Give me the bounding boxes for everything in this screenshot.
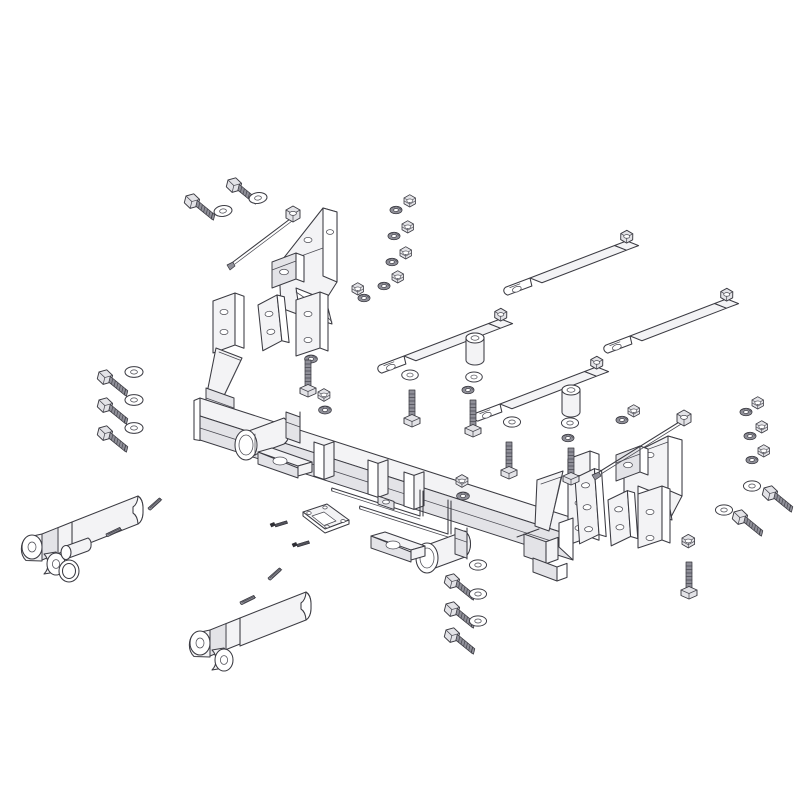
part-side-bracket-right <box>615 435 683 549</box>
part-flat-washer <box>124 366 144 378</box>
part-flat-washer <box>468 615 488 627</box>
part-fishwire-left <box>226 205 301 271</box>
crossbar-lower-rails <box>331 487 452 538</box>
part-fishwire-right <box>591 409 692 481</box>
part-spring-washer <box>461 385 475 395</box>
part-wiring-cover-plate <box>302 503 350 534</box>
part-flat-washer <box>742 480 762 492</box>
part-o-ring <box>58 559 80 583</box>
part-spring-washer <box>561 433 575 443</box>
part-spring-washer <box>318 405 332 415</box>
crossbar-right-end <box>532 517 574 582</box>
part-spacer-sleeve-1 <box>465 332 485 366</box>
part-spring-washer <box>377 281 391 291</box>
part-spacer-sleeve-2 <box>561 384 581 418</box>
part-flat-washer <box>560 417 580 429</box>
part-spring-washer <box>456 491 470 501</box>
part-flat-washer <box>465 371 483 383</box>
part-flat-washer <box>124 394 144 406</box>
part-flat-washer <box>124 422 144 434</box>
part-spring-washer <box>739 407 753 417</box>
part-backing-plate-right <box>606 489 639 547</box>
part-spring-washer <box>389 205 403 215</box>
part-spring-washer <box>385 257 399 267</box>
part-flat-washer <box>401 369 419 381</box>
part-flat-washer <box>468 588 488 600</box>
part-spring-washer <box>743 431 757 441</box>
part-flat-washer <box>468 559 488 571</box>
crossbar-center-gussets <box>313 441 425 510</box>
part-spring-washer <box>745 455 759 465</box>
receiver-tube-left <box>234 411 301 461</box>
crossbar-left-tab <box>257 447 313 479</box>
part-spring-washer <box>615 415 629 425</box>
part-spring-washer <box>357 293 371 303</box>
part-side-bracket-left <box>271 207 338 357</box>
part-tow-eye-sleeve <box>60 537 92 561</box>
crossbar-right-tab <box>370 531 426 563</box>
part-spring-washer <box>387 231 401 241</box>
part-flat-washer <box>714 504 734 516</box>
part-flat-washer <box>502 416 522 428</box>
